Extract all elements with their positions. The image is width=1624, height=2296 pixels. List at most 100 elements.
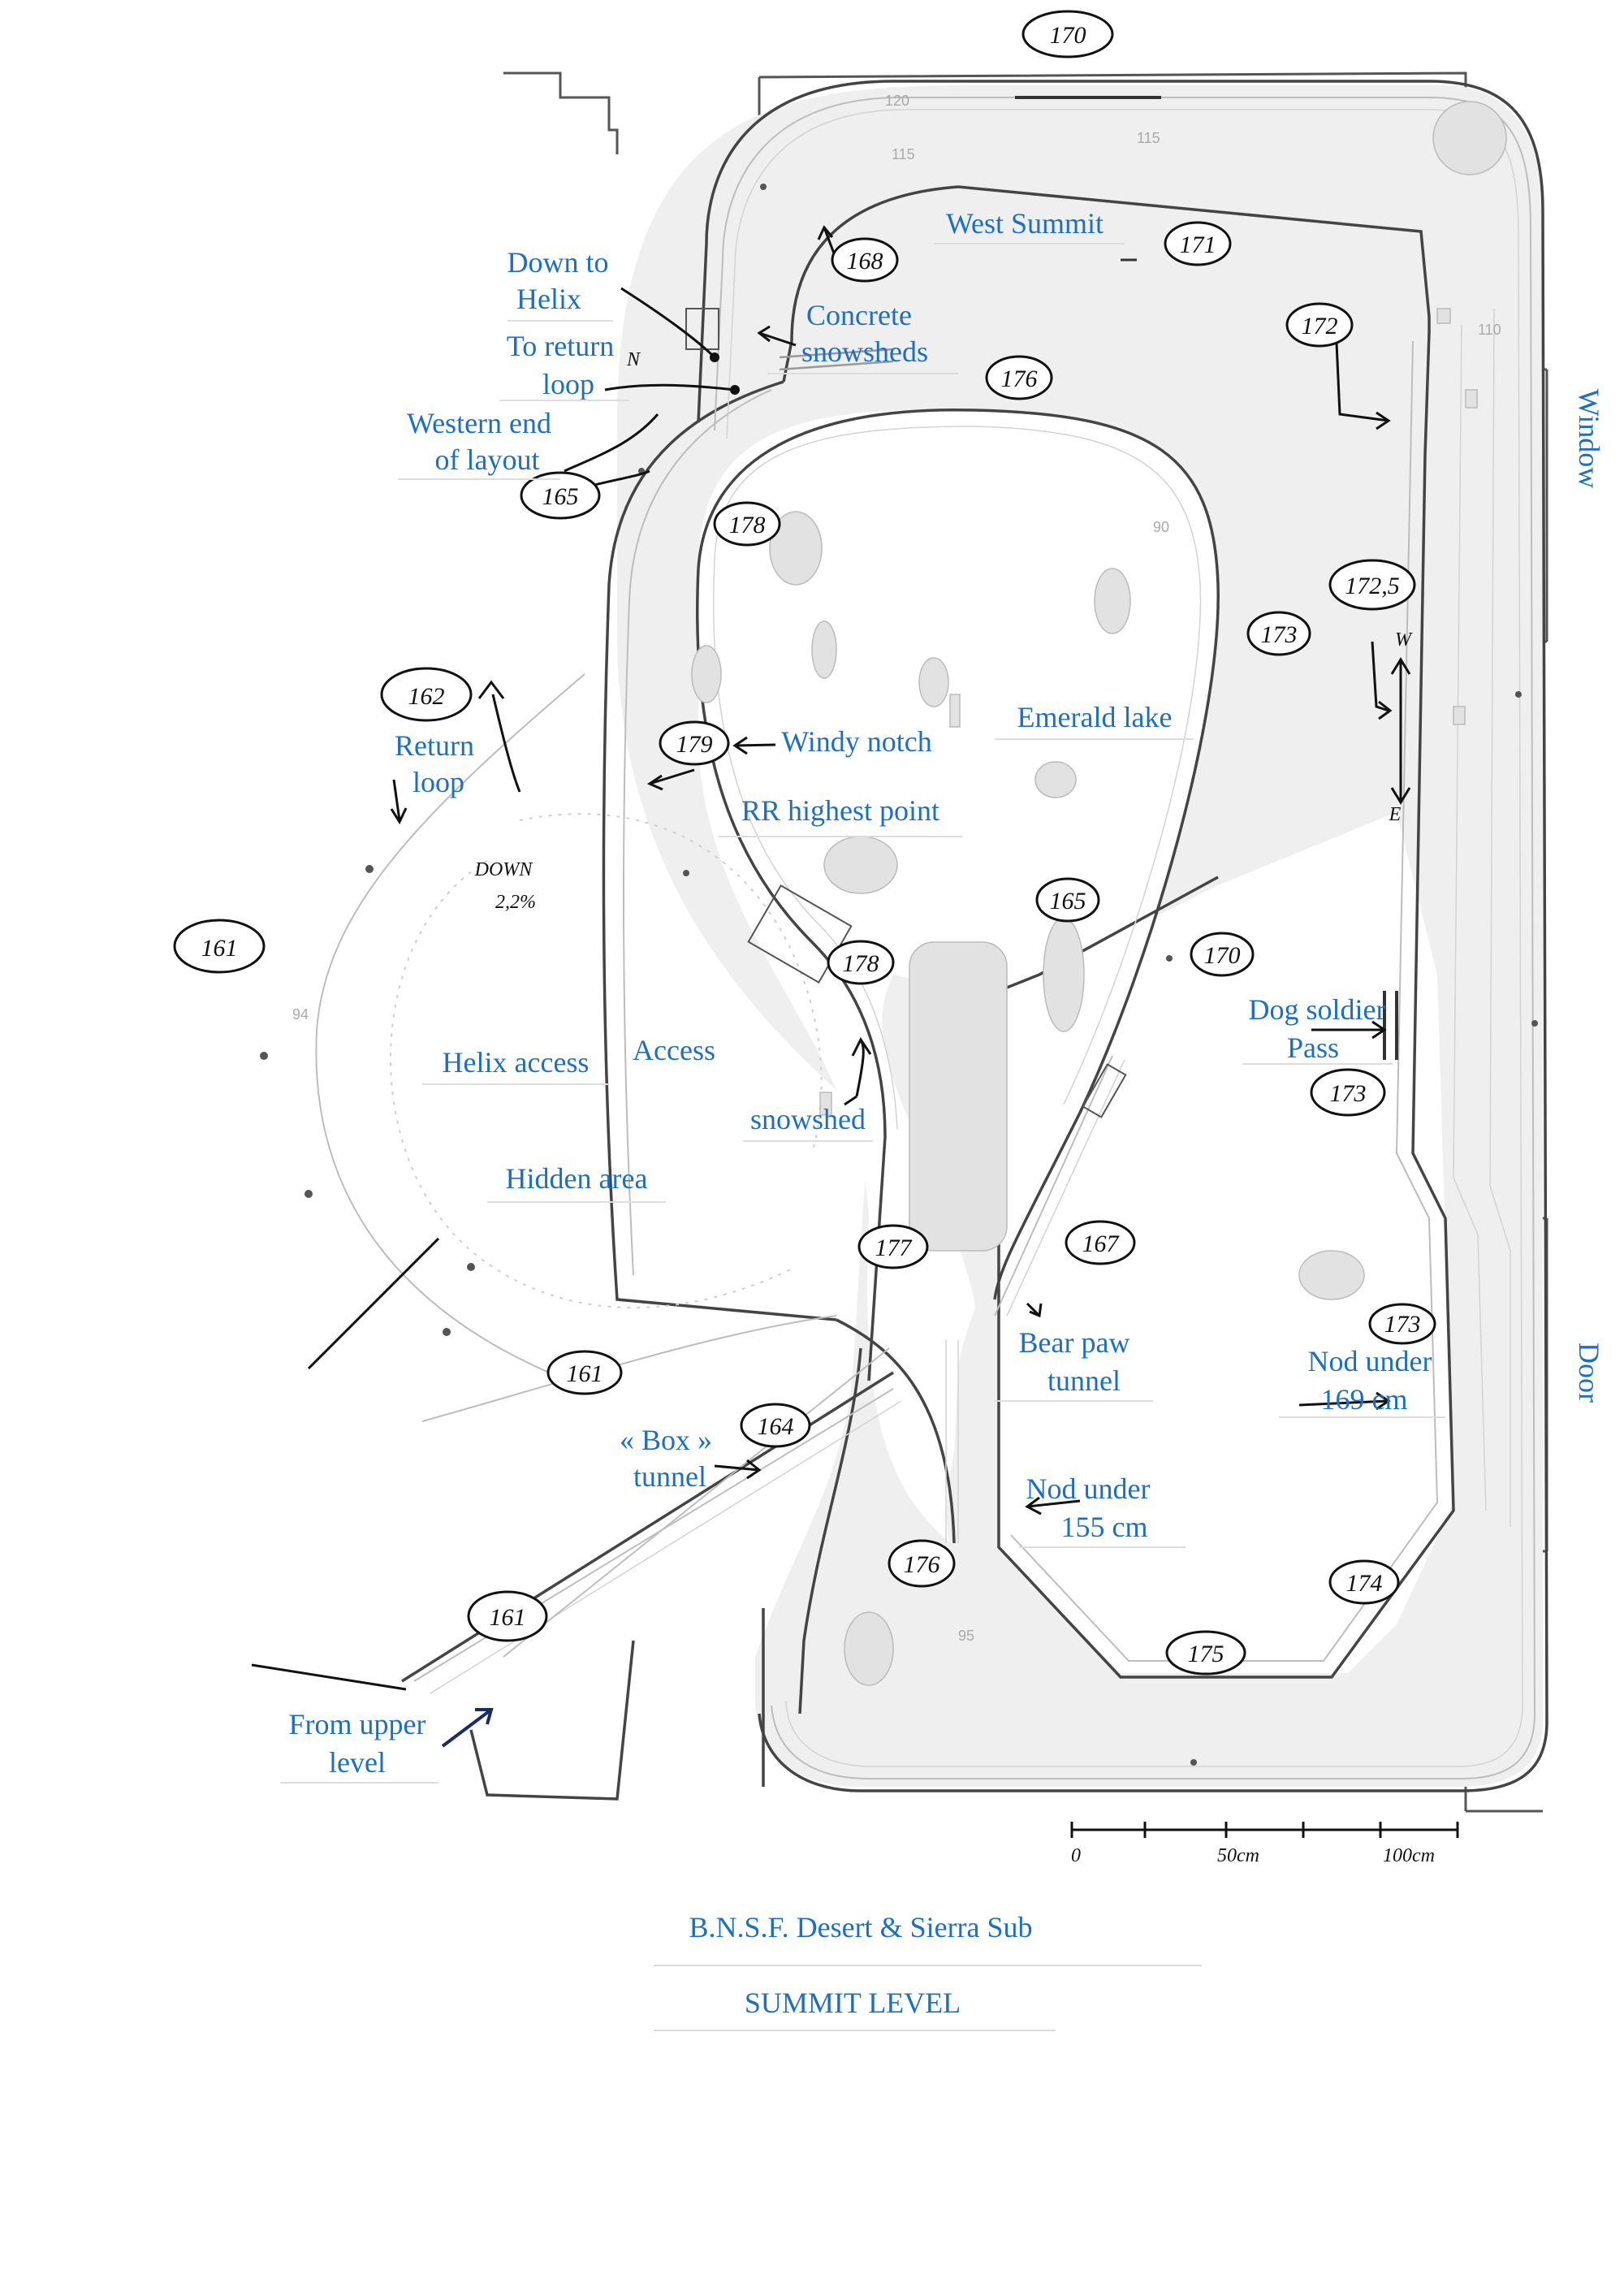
elevation-173-b: 173 [1310,1068,1386,1117]
label-down-grade-1: DOWN [474,859,534,880]
label-return-loop-1: Return [395,729,474,762]
svg-text:120: 120 [885,93,909,109]
label-underlines [280,243,1445,2031]
label-bear-paw-tunnel-2: tunnel [1047,1364,1121,1397]
track-lines [413,96,1536,1779]
elevation-161-mid: 161 [546,1350,623,1395]
svg-text:100cm: 100cm [1383,1845,1435,1866]
title-line-1: B.N.S.F. Desert & Sierra Sub [689,1911,1032,1944]
track-marks: 120 115 115 110 90 94 95 [292,93,1501,1644]
scenery-details [260,101,1538,1766]
svg-text:175: 175 [1188,1641,1224,1667]
svg-text:50cm: 50cm [1217,1845,1259,1866]
svg-text:167: 167 [1082,1230,1121,1257]
svg-text:173: 173 [1261,621,1298,648]
svg-text:168: 168 [847,248,883,275]
svg-text:161: 161 [567,1360,603,1387]
compass-w: W [1395,629,1413,651]
label-hidden-area: Hidden area [506,1162,648,1195]
label-western-end-1: Western end [407,407,551,439]
svg-text:162: 162 [408,683,445,710]
svg-text:90: 90 [1153,519,1169,535]
svg-text:94: 94 [292,1006,309,1023]
label-helix-access: Helix access [443,1046,590,1079]
label-concrete-snowsheds-2: snowsheds [801,335,928,368]
svg-text:179: 179 [676,731,713,758]
elevation-170-right: 170 [1190,932,1255,977]
svg-text:172,5: 172,5 [1345,573,1400,599]
label-to-return-loop-1: To return [507,330,614,362]
label-windy-notch: Windy notch [781,725,932,758]
label-down-to-helix-1: Down to [508,246,609,279]
label-rr-highest-point: RR highest point [741,794,939,827]
label-dog-soldier-pass-2: Pass [1287,1031,1339,1064]
elevation-177: 177 [857,1224,929,1269]
elevation-176-bottom: 176 [888,1539,956,1588]
svg-text:173: 173 [1330,1080,1367,1107]
label-return-loop-2: loop [412,766,464,798]
elevation-178-top: 178 [713,501,781,547]
elevation-173-a: 173 [1246,611,1311,656]
elevation-175: 175 [1165,1630,1246,1676]
svg-text:165: 165 [542,483,579,510]
elevation-165-top: 165 [520,471,601,520]
svg-text:173: 173 [1384,1311,1421,1338]
elevation-167: 167 [1065,1220,1136,1265]
scenery-ground [617,85,1543,1787]
elevation-173-c: 173 [1368,1303,1436,1345]
label-box-tunnel-1: « Box » [620,1424,712,1456]
elevation-markers: 170 168 171 176 172 165 178 172,5 173 16… [173,10,1436,1676]
svg-text:115: 115 [892,146,915,162]
label-snowshed: snowshed [750,1103,866,1135]
label-to-return-loop-2: loop [542,368,594,400]
title-line-2: SUMMIT LEVEL [745,1987,961,2019]
label-door: Door [1573,1343,1605,1403]
elevation-170-top: 170 [1021,10,1114,58]
compass-e: E [1389,804,1402,825]
label-nod-under-155-2: 155 cm [1061,1511,1148,1543]
elevation-164: 164 [740,1403,811,1448]
label-box-tunnel-2: tunnel [633,1460,706,1493]
elevation-171: 171 [1164,221,1232,266]
svg-text:0: 0 [1071,1845,1081,1866]
plan-labels: Down to Helix To return loop Western end… [289,207,1605,1779]
elevation-176-top: 176 [985,355,1053,400]
label-window: Window [1573,389,1605,489]
elevation-172-5: 172,5 [1328,559,1416,611]
svg-text:178: 178 [843,950,879,977]
north-mark: N [626,349,641,370]
svg-text:165: 165 [1050,888,1086,915]
label-concrete-snowsheds-1: Concrete [806,299,912,331]
svg-text:170: 170 [1204,942,1241,969]
svg-text:164: 164 [758,1413,794,1440]
svg-text:172: 172 [1302,313,1338,339]
elevation-178-mid: 178 [827,940,895,985]
elevation-161-bottom: 161 [467,1590,548,1642]
label-nod-under-169-1: Nod under [1308,1345,1432,1377]
elevation-179: 179 [659,720,730,766]
label-down-to-helix-2: Helix [516,283,581,315]
label-west-summit: West Summit [946,207,1104,240]
hidden-helix-area [315,673,837,1422]
label-access: Access [633,1034,715,1066]
svg-text:174: 174 [1346,1570,1383,1597]
elevation-162: 162 [380,667,473,722]
scale-bar: 0 50cm 100cm [1070,1822,1459,1866]
label-western-end-2: of layout [435,443,540,476]
svg-text:95: 95 [958,1628,974,1644]
label-from-upper-level-1: From upper [289,1708,426,1740]
elevation-168: 168 [831,237,899,283]
label-dog-soldier-pass-1: Dog soldier [1249,993,1386,1026]
label-bear-paw-tunnel-1: Bear paw [1019,1326,1130,1359]
svg-text:161: 161 [490,1604,526,1631]
svg-text:176: 176 [904,1551,940,1578]
elevation-174: 174 [1328,1559,1400,1605]
svg-text:171: 171 [1180,231,1216,258]
label-nod-under-155-1: Nod under [1026,1472,1151,1505]
svg-text:176: 176 [1001,365,1038,392]
svg-text:170: 170 [1050,22,1086,49]
label-emerald-lake: Emerald lake [1017,701,1173,733]
label-nod-under-169-2: 169 cm [1321,1383,1408,1416]
elevation-161-left: 161 [173,919,266,974]
